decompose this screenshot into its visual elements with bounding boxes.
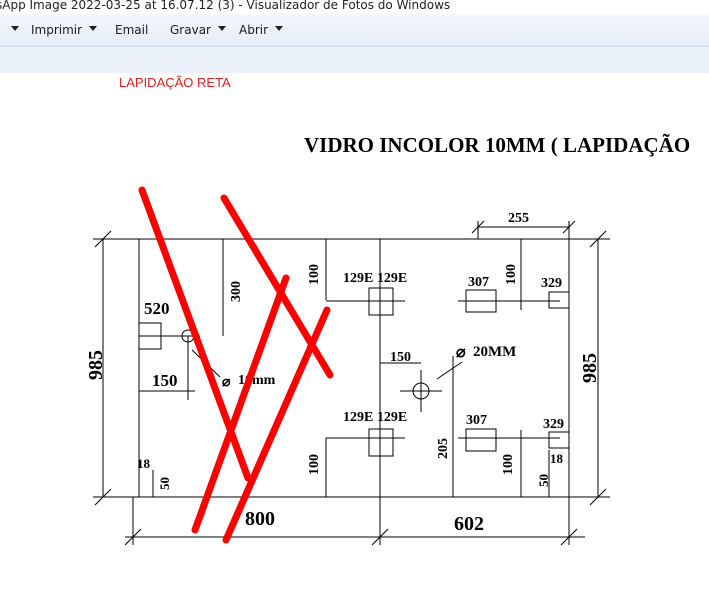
label-150-mid: 150: [390, 350, 411, 365]
annotation-label: LAPIDAÇÃO RETA: [119, 75, 231, 90]
label-20mm: 20MM: [473, 344, 516, 360]
dim-800: 800: [245, 508, 275, 530]
label-307-top: 307: [468, 275, 489, 290]
drawing-labels: VIDRO INCOLOR 10MM ( LAPIDAÇÃO 985 985 8…: [85, 133, 690, 535]
label-129e-top: 129E 129E: [343, 271, 407, 286]
label-18-right: 18: [550, 451, 564, 466]
menu-imprimir-label: Imprimir: [31, 23, 83, 37]
label-150-left: 150: [152, 371, 178, 390]
label-50-right: 50: [536, 474, 551, 487]
label-205: 205: [436, 438, 451, 459]
chevron-down-icon: [275, 26, 284, 31]
image-canvas[interactable]: [0, 73, 709, 600]
drawing-lines: [93, 220, 610, 546]
window-title: sApp Image 2022-03-25 at 16.07.12 (3) - …: [0, 0, 451, 12]
label-129e-bottom: 129E 129E: [343, 410, 407, 425]
chevron-down-icon: [11, 26, 19, 31]
label-329-bottom: 329: [543, 417, 564, 432]
dim-985-right: 985: [579, 353, 601, 383]
drawing-title: VIDRO INCOLOR 10MM ( LAPIDAÇÃO: [304, 133, 690, 157]
menu-overflow-caret[interactable]: [4, 23, 19, 37]
label-100-top-right: 100: [504, 264, 519, 285]
menu-email[interactable]: Email: [115, 23, 148, 37]
menu-gravar-label: Gravar: [170, 23, 211, 37]
red-strike-marks: [138, 186, 334, 544]
menu-abrir-label: Abrir: [239, 23, 269, 37]
label-100-top: 100: [307, 264, 322, 285]
dim-985-left: 985: [85, 350, 107, 380]
toolbar-strip: [0, 47, 709, 73]
diameter-symbol-10mm: ⌀: [222, 375, 231, 390]
label-520: 520: [144, 299, 170, 318]
label-100-bottom-right: 100: [501, 454, 516, 475]
red-strike-3: [191, 274, 290, 534]
red-strike-4: [222, 306, 331, 544]
menu-bar: Imprimir Email Gravar Abrir: [0, 14, 709, 47]
label-50-left: 50: [157, 477, 172, 490]
label-100-bottom: 100: [307, 454, 322, 475]
label-300: 300: [229, 281, 244, 302]
label-18-left: 18: [137, 456, 151, 471]
dim-255: 255: [508, 211, 529, 226]
menu-email-label: Email: [115, 23, 149, 37]
diameter-symbol-20mm: ⌀: [456, 344, 466, 361]
label-307-bottom: 307: [466, 413, 487, 428]
label-329-top: 329: [541, 276, 562, 291]
chevron-down-icon: [217, 26, 226, 31]
menu-gravar[interactable]: Gravar: [170, 23, 226, 37]
menu-abrir[interactable]: Abrir: [239, 23, 284, 37]
window-title-bar: sApp Image 2022-03-25 at 16.07.12 (3) - …: [0, 0, 709, 14]
chevron-down-icon: [89, 26, 98, 31]
menu-imprimir[interactable]: Imprimir: [31, 23, 98, 37]
dim-602: 602: [454, 513, 484, 535]
